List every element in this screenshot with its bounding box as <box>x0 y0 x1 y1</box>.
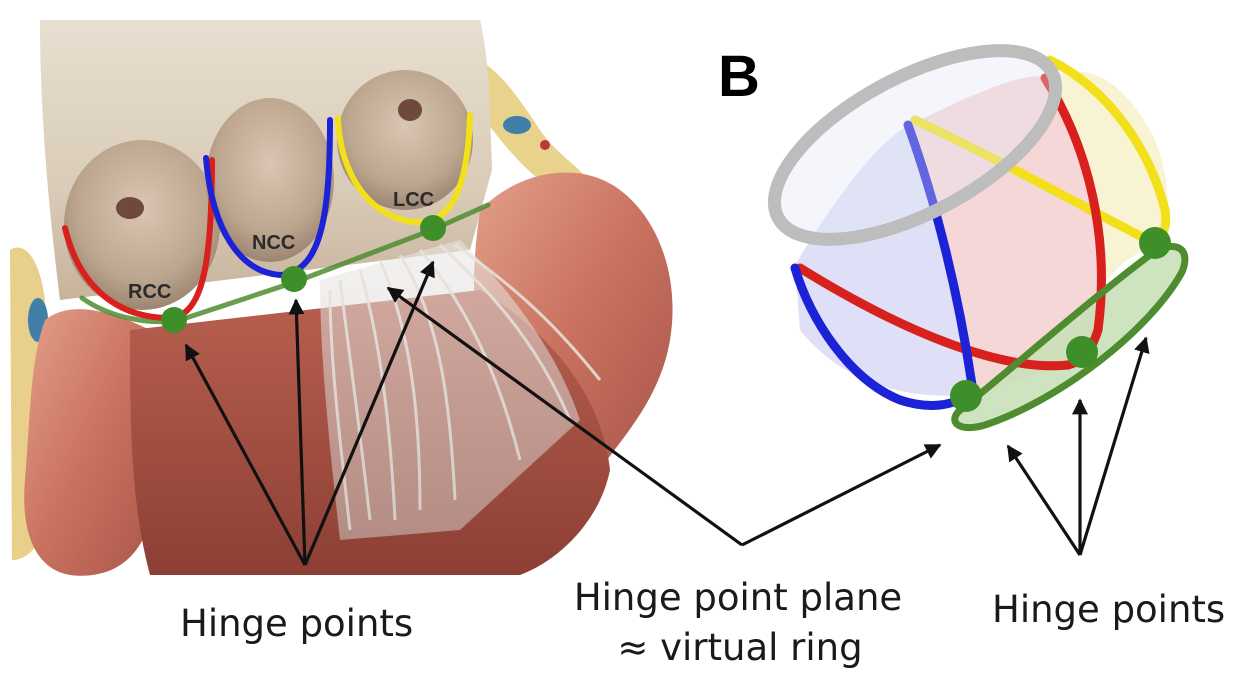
right-vessel <box>503 116 531 134</box>
right-vessel-small <box>540 140 550 150</box>
hinge-point-right-2 <box>1066 336 1098 368</box>
rcc-label: RCC <box>128 281 171 303</box>
right-coronary-ostium <box>116 197 144 219</box>
panel-letter: B <box>718 44 760 109</box>
left-coronary-ostium <box>398 99 422 121</box>
ncc-label: NCC <box>252 232 295 254</box>
caption-left-hinge-points: Hinge points <box>180 602 413 645</box>
caption-plane-line2: ≈ virtual ring <box>617 626 862 669</box>
arrow-to-right-hinge-1 <box>1008 446 1080 555</box>
hinge-point-lcc <box>420 215 446 241</box>
lcc-label: LCC <box>393 189 434 211</box>
hinge-point-right-1 <box>950 380 982 412</box>
crown-schematic <box>746 12 1185 427</box>
hinge-point-ncc <box>281 266 307 292</box>
caption-right-hinge-points: Hinge points <box>992 588 1225 631</box>
arrow-to-right-plane <box>742 445 940 545</box>
hinge-point-rcc <box>161 307 187 333</box>
anatomy-illustration: RCC NCC LCC <box>10 20 673 576</box>
hinge-point-right-3 <box>1139 227 1171 259</box>
caption-plane-line1: Hinge point plane <box>574 576 902 619</box>
